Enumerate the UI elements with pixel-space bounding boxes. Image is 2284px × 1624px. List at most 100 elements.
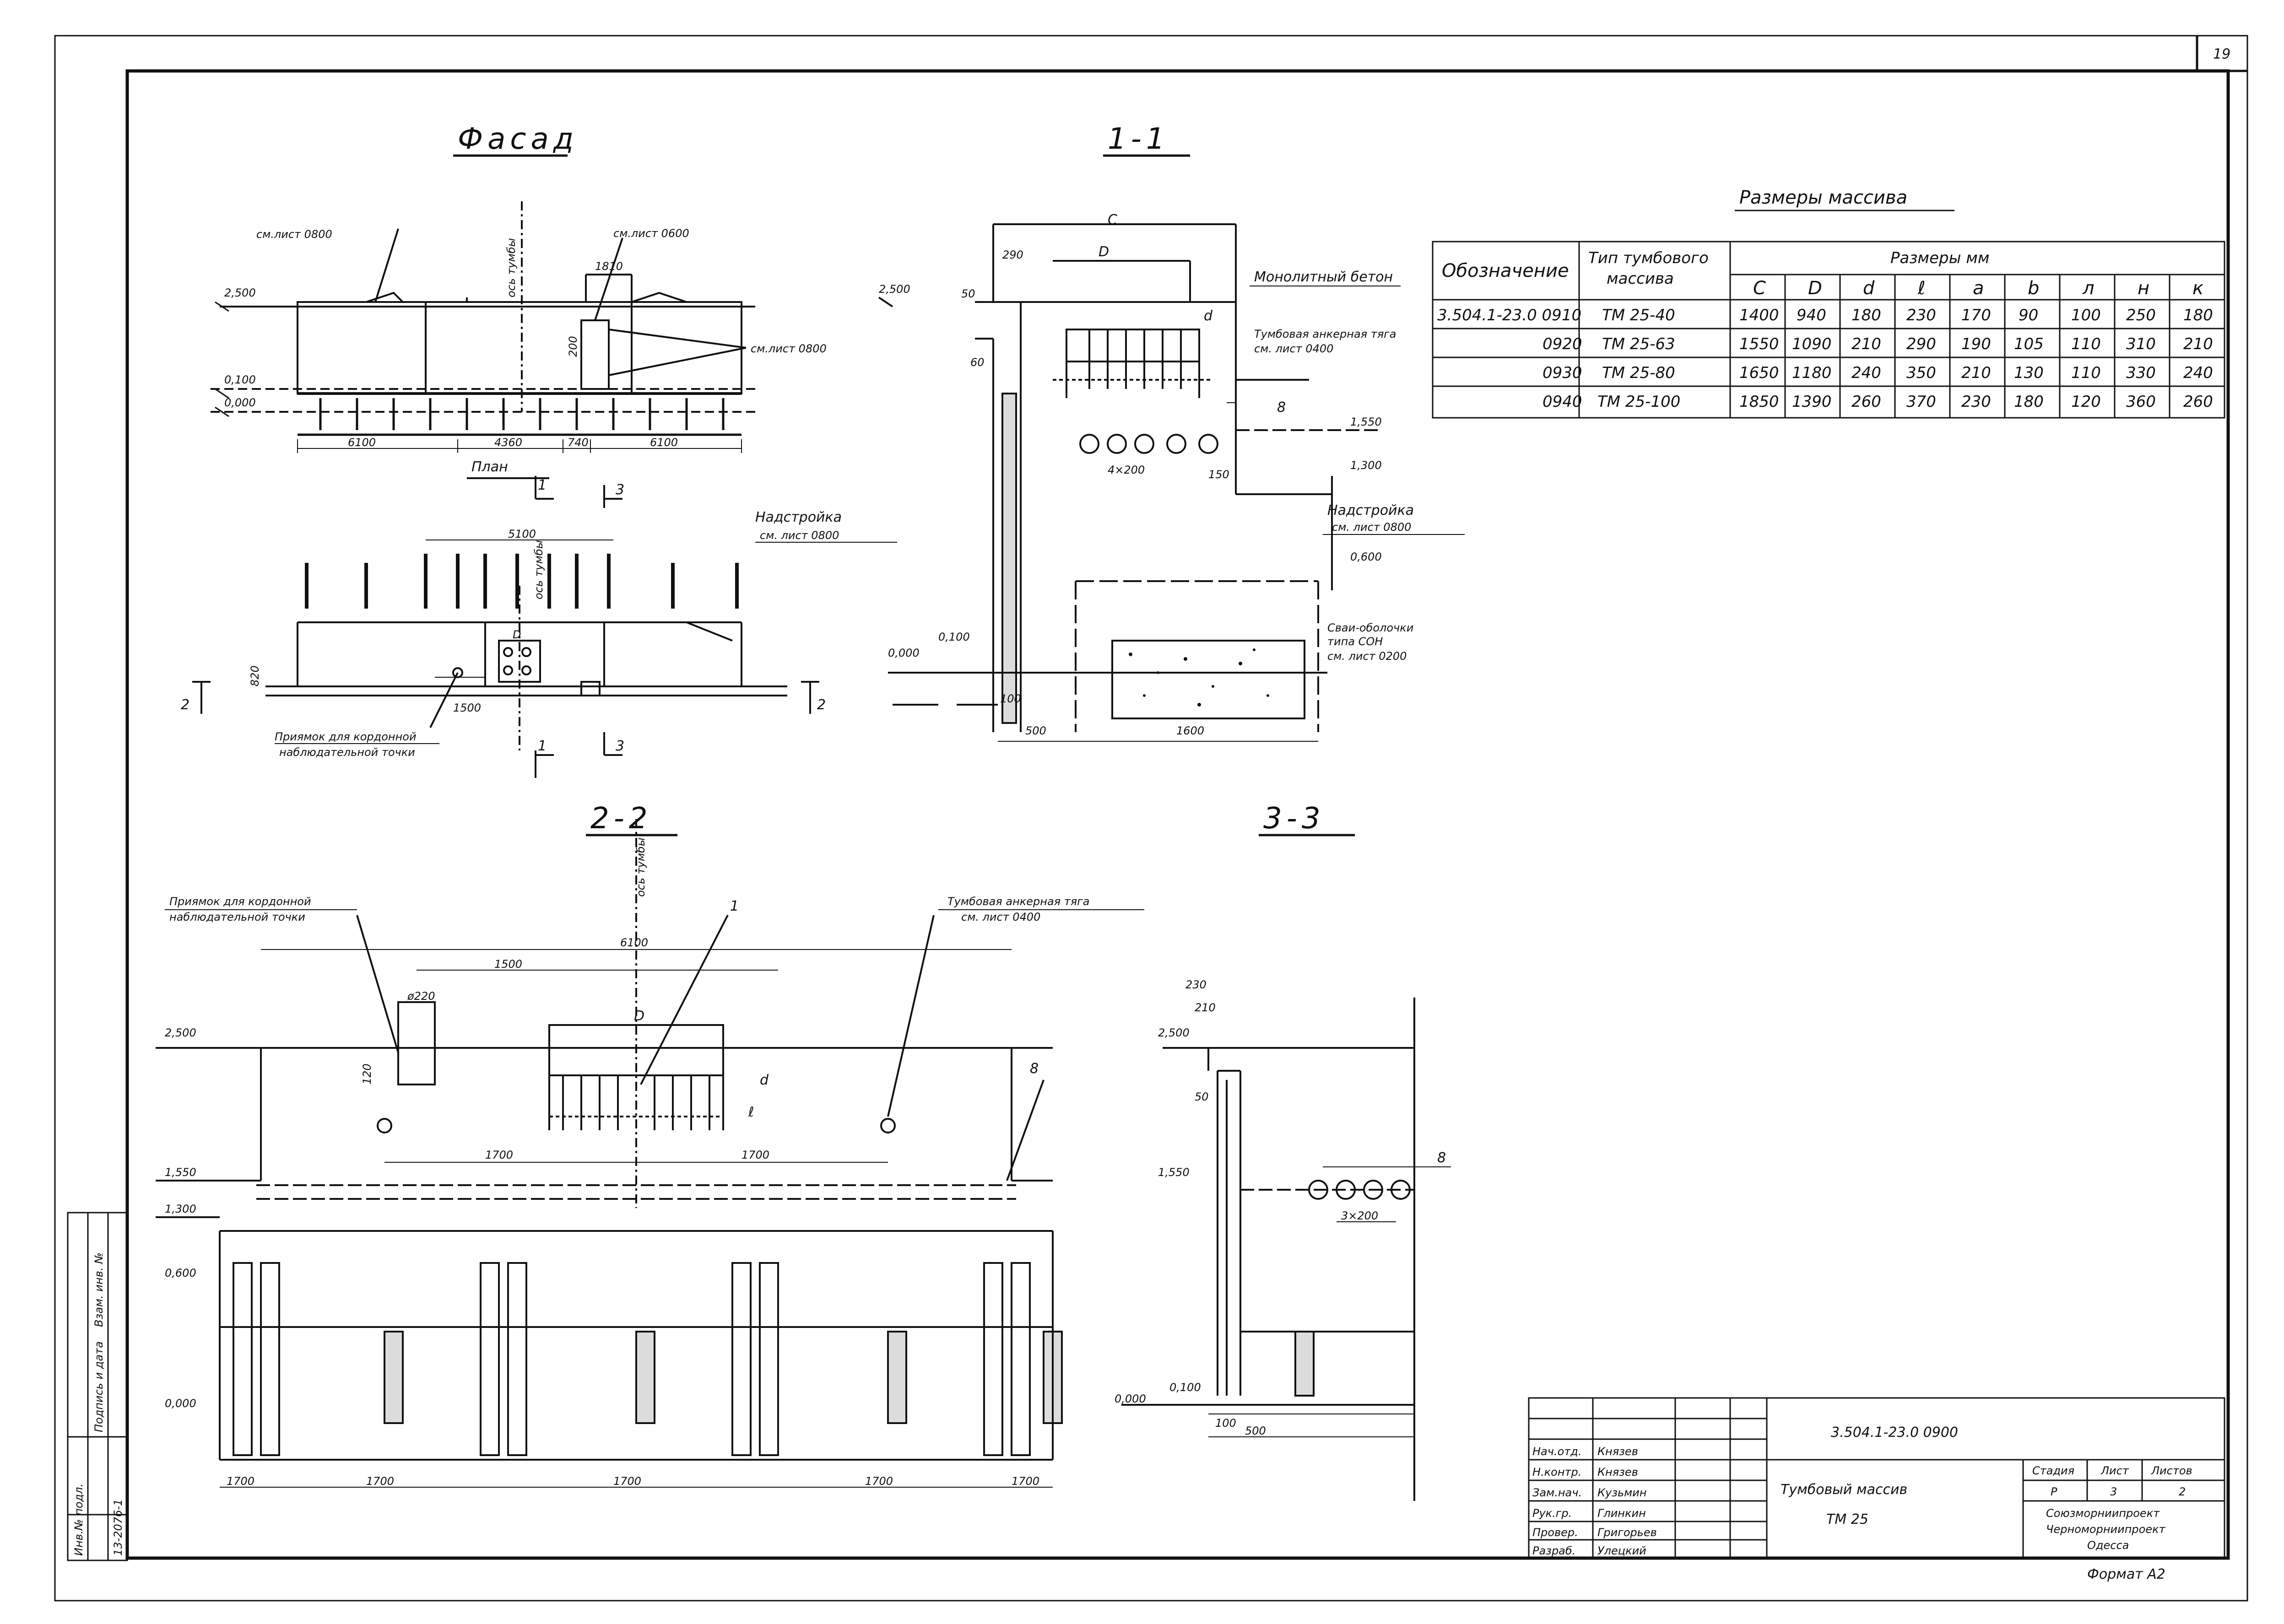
- role-4: Рук.гр.: [1532, 1507, 1572, 1520]
- row4-b: 180: [2014, 393, 2044, 411]
- s11-dim-500: 500: [1025, 724, 1046, 737]
- plan-cut-3b: 3: [616, 738, 624, 754]
- row2-type: ТМ 25-63: [1602, 335, 1675, 353]
- s22-left-note-2: наблюдательной точки: [169, 911, 305, 923]
- s11-elev-0100: 0,100: [938, 631, 970, 643]
- doc-code: 3.504.1-23.0 0900: [1831, 1424, 1958, 1441]
- title-block-roles: Нач.отд. Н.контр. Зам.нач. Рук.гр. Прове…: [1532, 1445, 1657, 1557]
- row2-b: 105: [2014, 335, 2044, 353]
- s22-dim-mid-2: 1700: [741, 1149, 769, 1161]
- s22-dim-mid-1: 1700: [485, 1149, 513, 1161]
- s22-dim-bot-3: 1700: [613, 1475, 641, 1488]
- row3-d: 240: [1851, 364, 1881, 382]
- doc-name-1: Тумбовый массив: [1781, 1482, 1907, 1498]
- person-2: Князев: [1597, 1466, 1638, 1478]
- row1-type: ТМ 25-40: [1602, 306, 1675, 324]
- plan-piles: [305, 554, 739, 609]
- s33-dim-230: 230: [1185, 978, 1207, 991]
- section-3-3-drawing: [1121, 998, 1451, 1501]
- stamp-inv-no: 13-2076-1: [112, 1499, 124, 1556]
- plan-cut-3a: 3: [616, 482, 624, 498]
- table-col-type-1: Тип тумбового: [1588, 249, 1709, 267]
- row2-c: 1550: [1739, 335, 1779, 353]
- s22-axis-label: ось тумбы: [634, 837, 647, 897]
- row1-l: 230: [1906, 306, 1936, 324]
- s11-dim-d: D: [1099, 244, 1109, 260]
- person-4: Глинкин: [1597, 1507, 1646, 1520]
- row3-c: 1650: [1739, 364, 1779, 382]
- table-col-designation: Обозначение: [1442, 260, 1569, 281]
- s11-label-piles-ref: см. лист 0200: [1327, 650, 1407, 663]
- section-1-1-drawing: [878, 223, 1382, 742]
- stamp-inv: Инв.№ подл.: [72, 1484, 85, 1556]
- plan-pit-note-2: наблюдательной точки: [279, 746, 415, 759]
- section-1-1-anchor-holes: [1079, 434, 1218, 454]
- s11-label-superstructure: Надстройка: [1327, 502, 1414, 518]
- stage-value: Р: [2051, 1485, 2057, 1498]
- row1-n: 250: [2126, 306, 2156, 324]
- stamp-sign: Подпись и дата: [92, 1341, 105, 1432]
- s22-elev-0600: 0,600: [165, 1267, 196, 1279]
- s22-right-note-2: см. лист 0400: [961, 911, 1040, 923]
- plan-cut-1b: 1: [538, 738, 547, 754]
- row4-k: 260: [2183, 393, 2213, 411]
- sizes-table-grid: [1432, 241, 2225, 419]
- s11-elev-1550: 1,550: [1350, 415, 1382, 428]
- s22-mark-8: 8: [1030, 1061, 1039, 1077]
- s22-right-note-1: Тумбовая анкерная тяга: [947, 895, 1089, 908]
- table-row: 3.504.1-23.0 0910 ТМ 25-40 1400 940 180 …: [1437, 306, 2213, 324]
- row1-b: 90: [2019, 306, 2038, 324]
- plan-axis-label: ось тумбы: [532, 540, 545, 599]
- s11-dim-60: 60: [970, 356, 985, 369]
- facade-dim-3: 740: [568, 436, 589, 449]
- row3-designation: 0930: [1543, 364, 1582, 382]
- s33-dim-100: 100: [1215, 1417, 1236, 1430]
- facade-dim-5: 1810: [595, 260, 623, 273]
- sheet-frame: [54, 35, 2248, 1602]
- s11-label-anchor-ref: см. лист 0400: [1254, 342, 1333, 355]
- plan-pit-note-1: Приямок для кордонной: [275, 730, 417, 743]
- row3-k: 240: [2183, 364, 2213, 382]
- size-header-l: ℓ: [1917, 278, 1926, 299]
- s22-dim-d: d: [760, 1072, 769, 1088]
- size-header-dd: D: [1808, 278, 1822, 299]
- person-6: Улецкий: [1597, 1544, 1646, 1557]
- row2-dd: 1090: [1792, 335, 1832, 353]
- org-line-2: Черноморниипроект: [2046, 1523, 2166, 1536]
- plan-cut-2b: 2: [817, 697, 826, 713]
- facade-dim-2: 4360: [494, 436, 522, 449]
- facade-ref-1: см.лист 0800: [256, 228, 332, 241]
- s33-elev-1550: 1,550: [1158, 1166, 1190, 1179]
- s11-label-piles-type: типа СОН: [1327, 635, 1383, 648]
- size-header-l2: л: [2082, 278, 2095, 299]
- person-5: Григорьев: [1597, 1526, 1657, 1539]
- row3-l: 350: [1906, 364, 1936, 382]
- table-row: 0930 ТМ 25-80 1650 1180 240 350 210 130 …: [1543, 364, 2213, 382]
- row4-designation: 0940: [1543, 393, 1582, 411]
- facade-piles: [319, 398, 725, 430]
- s22-elev-0000: 0,000: [165, 1397, 196, 1410]
- stage-label: Стадия: [2032, 1464, 2074, 1477]
- s33-dim-3x200: 3×200: [1341, 1209, 1378, 1222]
- s11-label-piles: Сваи-оболочки: [1327, 621, 1413, 634]
- sheets-value: 2: [2179, 1485, 2186, 1498]
- s11-elev-0000: 0,000: [888, 647, 920, 659]
- facade-drawing: [211, 201, 755, 453]
- section-1-1-title: 1-1: [1108, 122, 1169, 156]
- s22-dim-bot-1: 1700: [227, 1475, 254, 1488]
- s11-dim-c: C: [1108, 212, 1117, 228]
- facade-dim-4: 6100: [650, 436, 678, 449]
- s33-dim-210: 210: [1195, 1001, 1216, 1014]
- s33-elev-2500: 2,500: [1158, 1026, 1190, 1039]
- plan-dim-d: D: [513, 628, 521, 641]
- facade-title: Фасад: [458, 122, 578, 156]
- s33-dim-50: 50: [1195, 1090, 1209, 1103]
- s11-label-superstructure-ref: см. лист 0800: [1332, 521, 1411, 534]
- row1-a: 170: [1961, 306, 1991, 324]
- org-line-3: Одесса: [2087, 1539, 2129, 1552]
- plan-dim-1500: 1500: [453, 701, 481, 714]
- row2-d: 210: [1851, 335, 1881, 353]
- row4-c: 1850: [1739, 393, 1779, 411]
- s11-dim-1600: 1600: [1176, 724, 1204, 737]
